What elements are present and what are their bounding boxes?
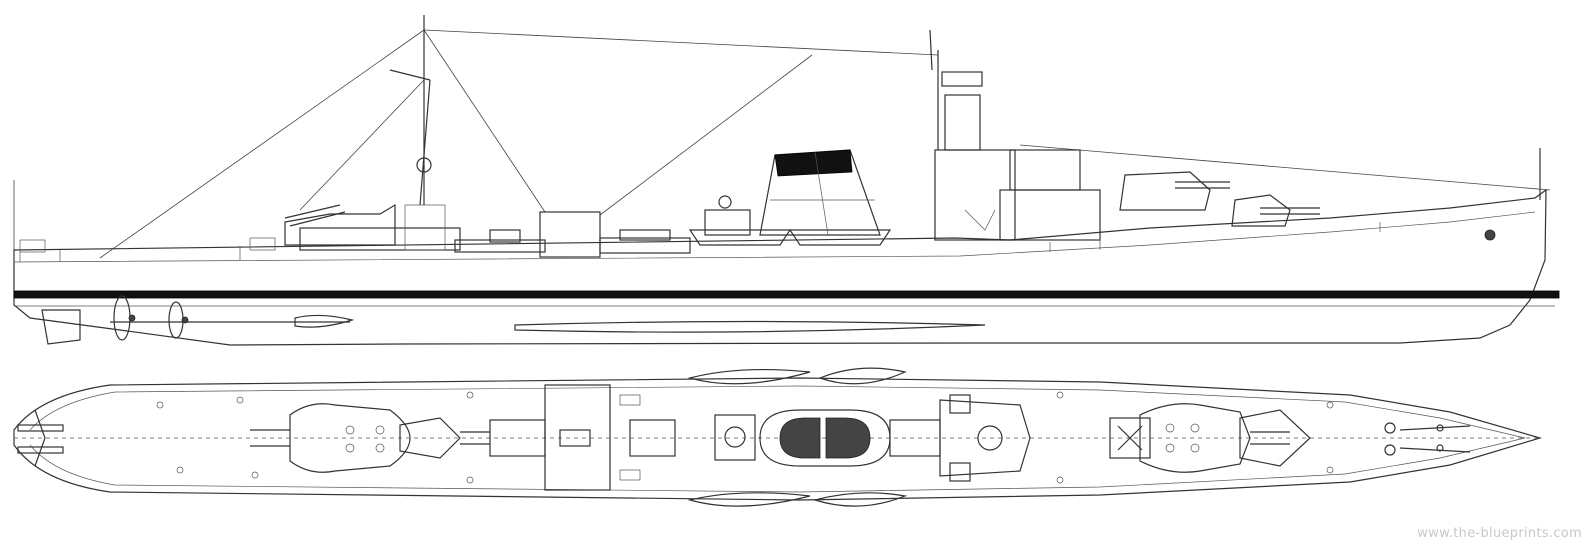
forward-turret-plan-1 (1109, 417, 1151, 459)
aft-turret-plan-2 (399, 417, 490, 459)
forward-turret-plan-2 (1139, 403, 1290, 473)
propellers (110, 295, 355, 341)
main-mast (389, 15, 432, 206)
aft-superstructure (299, 227, 461, 251)
bow-fittings (1384, 422, 1471, 456)
boot-topping-stripe (13, 290, 1560, 299)
aft-turret-plan-1 (250, 403, 411, 473)
bilge-keel (514, 320, 986, 333)
amidships-deck-fittings (454, 211, 691, 258)
funnel-plan (759, 409, 941, 467)
funnel (759, 149, 881, 236)
rudder (41, 309, 81, 345)
stern-fittings (17, 409, 64, 467)
side-profile-view (13, 15, 1560, 346)
aft-gun-turret (284, 203, 396, 246)
side-boats (688, 229, 892, 246)
boats-plan (687, 367, 908, 507)
forward-gun-turret-1 (1119, 171, 1230, 211)
anchor-hawse (1484, 229, 1496, 241)
forward-turret-plan-3 (1239, 409, 1311, 467)
deck-houses (489, 384, 756, 491)
hull-outline (13, 188, 1547, 346)
rigging (13, 29, 1551, 259)
searchlight-platform (704, 195, 751, 236)
bridge-superstructure (929, 29, 1101, 241)
deck-details (156, 391, 1334, 484)
deck-outline (13, 377, 1543, 501)
hull-details (19, 209, 1381, 262)
forward-gun-turret-2 (1231, 194, 1320, 227)
top-plan-view (13, 367, 1543, 507)
bridge-plan (939, 394, 1031, 482)
main-deck-line (13, 211, 1536, 263)
watermark-text: www.the-blueprints.com (1417, 526, 1582, 541)
